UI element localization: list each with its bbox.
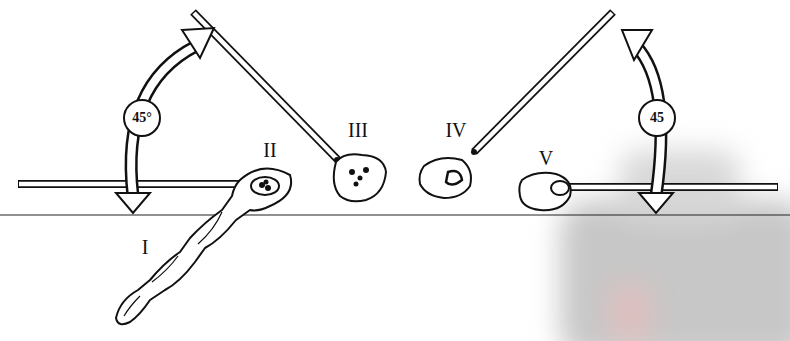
bone-numeral: II	[263, 140, 276, 160]
background-blur	[560, 150, 790, 341]
angle-arrows	[116, 28, 673, 213]
bone-numeral: V	[539, 148, 553, 168]
angle-value: 45	[650, 111, 664, 125]
baseline	[0, 214, 790, 215]
angle-circle: 45	[638, 99, 676, 137]
bone-numeral: III	[348, 120, 368, 140]
angle-value: 45°	[132, 111, 152, 125]
angle-circle: 45°	[123, 99, 161, 137]
bones	[116, 154, 571, 324]
bone-numeral: I	[142, 237, 149, 257]
bone-numeral: IV	[445, 120, 466, 140]
